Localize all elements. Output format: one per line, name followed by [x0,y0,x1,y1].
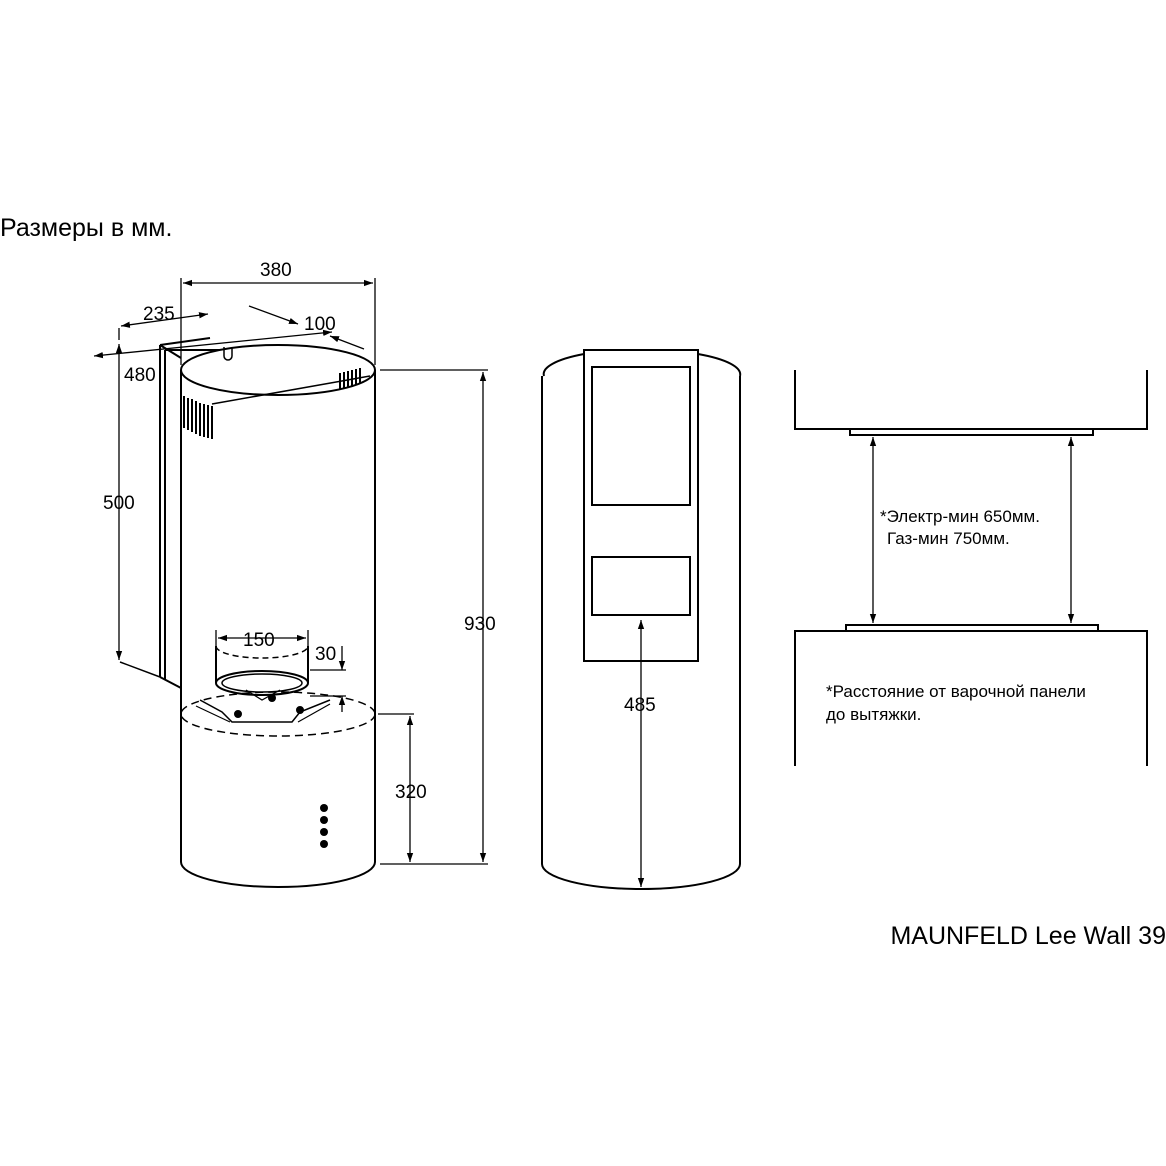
dimension-labels-left: 380 235 100 480 500 930 150 30 320 [103,260,496,803]
hood-back-view [541,349,742,890]
model-name: MAUNFELD Lee Wall 39 [890,922,1166,950]
dim-bracket-depth: 235 [143,304,175,325]
dim-back-panel: 485 [624,695,656,716]
distance-note-line1: *Расстояние от варочной панели [826,682,1086,701]
distance-note-line2: до вытяжки. [826,705,922,724]
dim-lower-section: 320 [395,782,427,803]
hood-side-view [119,337,376,888]
dim-offset-line-b [329,335,365,350]
control-buttons [320,804,328,848]
control-button [320,828,328,836]
hood-bottom-plate [849,428,1094,436]
dim-total-depth: 480 [124,365,156,386]
duct-collar [195,645,331,723]
seam-ellipse [180,691,376,737]
upper-cabinet [794,370,1148,430]
cooktop [845,624,1099,632]
top-ellipse [180,344,376,396]
dim-width: 380 [260,260,292,281]
control-button [320,804,328,812]
dim-bracket-depth-line [120,312,209,328]
dimension-lines-left [93,278,488,865]
installation-diagram [794,370,1148,766]
clearance-note-line1: *Электр-мин 650мм. [880,507,1040,526]
dim-duct-diameter: 150 [243,630,275,651]
units-caption: Размеры в мм. [0,214,173,242]
dim-offset: 100 [304,314,336,335]
dim-duct-height: 30 [315,644,336,665]
back-cylinder-outline [542,353,742,377]
bottom-arc [180,861,376,888]
clearance-note-line2: Газ-мин 750мм. [887,529,1010,548]
dim-total-depth-line [93,329,333,359]
dim-offset-line [248,305,299,325]
control-button [320,816,328,824]
dim-bracket-height: 500 [103,493,135,514]
wall-bracket [119,337,220,689]
control-button [320,840,328,848]
dim-total-height: 930 [464,614,496,635]
back-upper-window [591,366,691,506]
grille-ribs-left [183,396,213,439]
back-lower-window [591,556,691,616]
dimension-lines-right [869,437,1075,623]
